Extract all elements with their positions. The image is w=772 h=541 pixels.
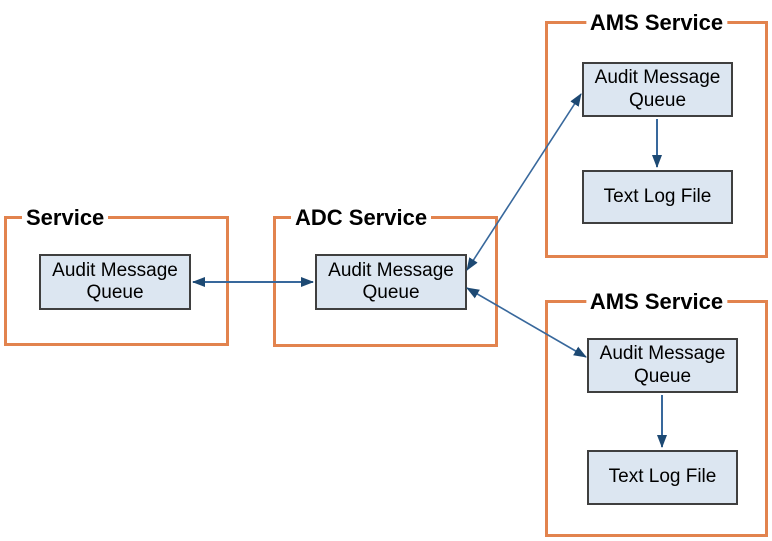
service-container: Service Audit Message Queue bbox=[4, 205, 229, 346]
adc-service-container-title: ADC Service bbox=[291, 205, 432, 230]
service-container-title: Service bbox=[22, 205, 109, 230]
ams-top-text-log-file-node: Text Log File bbox=[582, 170, 733, 224]
ams-service-top-container-title: AMS Service bbox=[585, 10, 728, 35]
service-audit-message-queue-node: Audit Message Queue bbox=[39, 254, 191, 310]
ams-top-audit-message-queue-node: Audit Message Queue bbox=[582, 62, 733, 117]
ams-bottom-text-log-file-node: Text Log File bbox=[587, 450, 738, 505]
ams-service-top-container: AMS Service Audit Message Queue Text Log… bbox=[545, 10, 768, 258]
ams-bottom-audit-message-queue-node: Audit Message Queue bbox=[587, 338, 738, 393]
adc-audit-message-queue-node: Audit Message Queue bbox=[315, 254, 467, 310]
ams-service-bottom-container: AMS Service Audit Message Queue Text Log… bbox=[545, 289, 768, 537]
adc-service-container: ADC Service Audit Message Queue bbox=[273, 205, 498, 347]
ams-service-bottom-container-title: AMS Service bbox=[585, 289, 728, 314]
